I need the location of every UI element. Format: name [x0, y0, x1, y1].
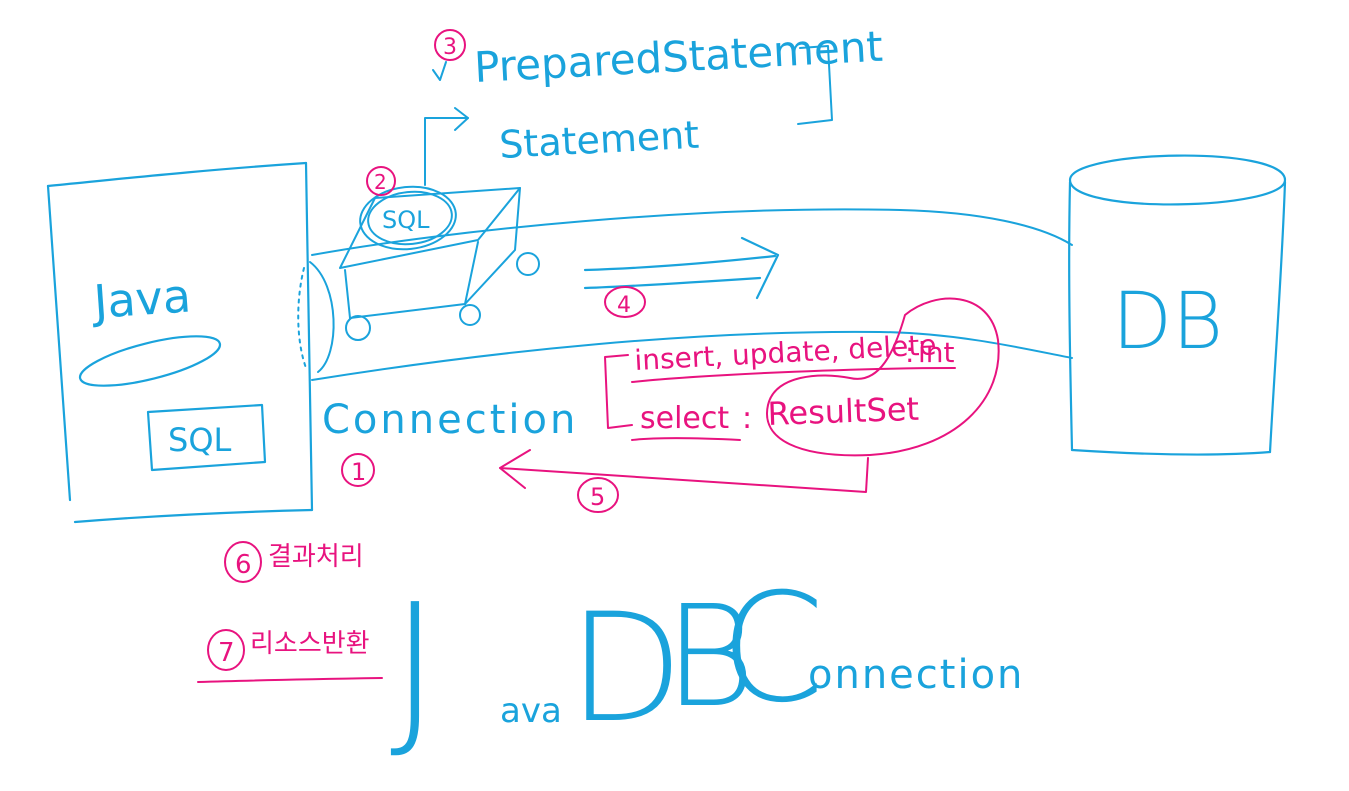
- db-label: DB: [1112, 277, 1223, 367]
- db-cylinder: [1068, 154, 1287, 456]
- jdbc-title: J ava D B C onnection: [390, 562, 1024, 766]
- step6-number: 6: [235, 550, 252, 580]
- cart-sql-label: SQL: [382, 206, 430, 234]
- cart-step-number: 2: [374, 170, 387, 194]
- step7: 7 리소스반환: [197, 629, 383, 683]
- results-step-badge: 5: [577, 477, 619, 513]
- resultset-loop: [766, 297, 1000, 457]
- connection-pipe: [297, 208, 1073, 381]
- jdbc-ava: ava: [500, 691, 562, 731]
- results-group: [499, 297, 1000, 493]
- statements-group: 3: [432, 29, 833, 125]
- send-step-badge: 4: [604, 286, 646, 318]
- connection-step-badge: 1: [341, 453, 375, 487]
- results-line1-type: int: [918, 336, 955, 369]
- results-step-number: 5: [590, 483, 605, 511]
- connection-step-number: 1: [351, 458, 366, 486]
- sql-cart: [339, 107, 540, 341]
- java-ellipse: [78, 335, 222, 387]
- step7-underline: [197, 677, 383, 683]
- results-line1-prefix: insert, update, delete: [634, 328, 938, 377]
- results-bracket: [604, 354, 633, 429]
- send-arrow: [583, 236, 780, 300]
- java-sql-box: [146, 403, 267, 472]
- step6-text: 결과처리: [268, 542, 364, 572]
- java-label: Java: [89, 268, 193, 329]
- check-mark: [432, 61, 447, 81]
- results-line2-prefix: select: [640, 401, 729, 436]
- jdbc-onnection: onnection: [808, 652, 1024, 698]
- statements-bracket: [797, 45, 833, 125]
- jdbc-j: J: [390, 568, 440, 766]
- results-line2-type: ResultSet: [767, 390, 920, 433]
- java-box: [46, 161, 314, 524]
- jdbc-c: C: [720, 562, 825, 736]
- step7-text: 리소스반환: [250, 629, 370, 659]
- cart-step-badge: 2: [366, 166, 396, 196]
- step7-number: 7: [218, 638, 235, 668]
- jdbc-b: B: [664, 576, 756, 739]
- java-sql-label: SQL: [168, 421, 232, 459]
- send-step-number: 4: [617, 293, 631, 318]
- prepared-statement-label: PreparedStatement: [473, 22, 884, 92]
- connection-label: Connection: [322, 397, 578, 443]
- step6: 6 결과처리: [224, 541, 364, 583]
- results-line1-sep: :: [905, 336, 914, 369]
- statement-label: Statement: [498, 113, 700, 167]
- cart-sql-ellipse: [367, 190, 453, 246]
- statements-step-number: 3: [443, 35, 457, 60]
- results-line2-sep: :: [742, 401, 752, 436]
- return-arrow: [499, 457, 869, 493]
- jdbc-d: D: [568, 582, 684, 756]
